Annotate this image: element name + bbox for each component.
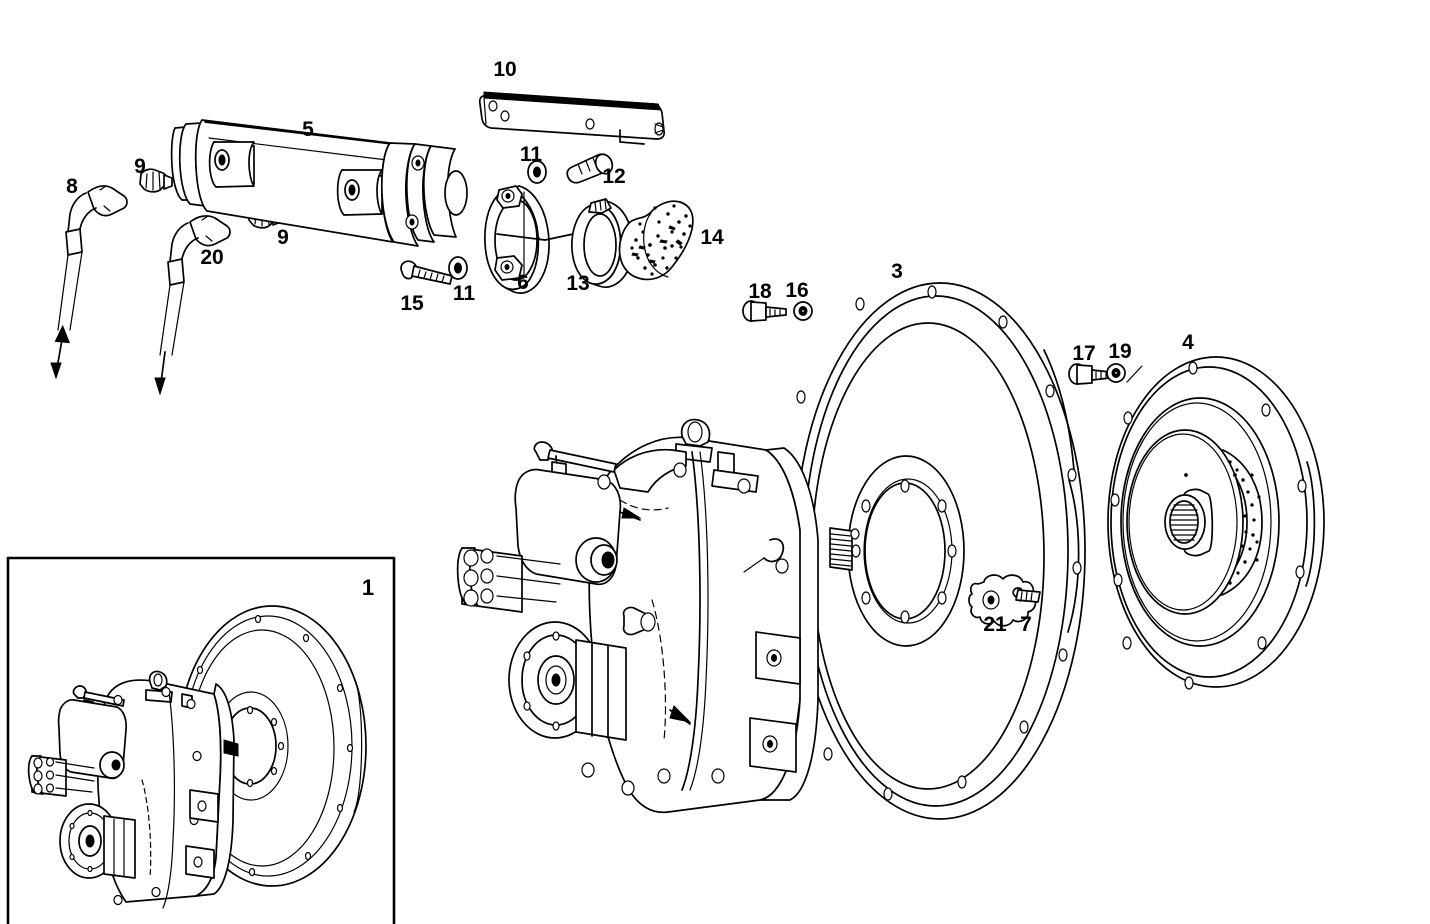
housing-seam-bolts [581,462,789,796]
inset-seam-bolts [113,686,202,906]
callout-8: 8 [66,175,78,198]
callout-1: 1 [362,575,374,600]
callout-4: 4 [1182,331,1194,354]
part-washer-11-upper [527,160,547,184]
callout-5: 5 [302,118,314,141]
part-fitting-9-upper [139,168,173,193]
hidden-detail [619,499,669,741]
callout-18: 18 [748,280,772,303]
part-bolt-18 [742,300,787,322]
leader-19 [1126,365,1143,383]
callout-10: 10 [493,58,516,81]
callout-21: 21 [983,613,1007,636]
part-washer-19 [1106,363,1126,383]
callout-7: 7 [1020,613,1032,636]
callout-16: 16 [785,279,808,302]
callout-13: 13 [566,272,589,295]
output-spline-teeth [830,533,852,567]
callout-14: 14 [700,226,724,249]
inset-transmission [27,670,239,909]
part-rubber-elbow-14 [618,200,694,281]
callout-20: 20 [200,246,223,269]
callout-19: 19 [1108,340,1131,363]
coupling-bolt-holes [1110,361,1307,690]
manifold-tubes [463,548,494,607]
part-transmission-body [456,418,860,814]
part-bolt-15 [400,260,453,285]
part-hose-8 [50,185,128,380]
part-oil-cooler-5 [170,119,468,247]
part-callout-cloud-21-7 [968,574,1041,627]
part-screw-12 [566,153,614,184]
callout-9-upper: 9 [134,155,146,178]
part-flex-coupling-4 [1107,356,1325,690]
part-washer-16 [793,301,813,321]
inset-manifold-tubes [33,757,55,795]
callout-11-lower: 11 [453,282,476,305]
spline-teeth [1169,504,1199,541]
callout-3: 3 [891,260,903,283]
callout-labels: 1 3 4 5 6 7 8 9 9 10 11 11 12 13 14 15 1… [66,58,1194,636]
part-clamp-6 [484,185,550,294]
callout-12: 12 [602,165,625,188]
callout-15: 15 [400,292,424,315]
inset-flange-holes [188,614,354,877]
part-bolt-17 [1068,363,1111,385]
inset-box-1 [6,556,396,924]
callout-9-lower: 9 [277,226,289,249]
callout-17: 17 [1072,342,1095,365]
part-hose-20 [154,215,231,396]
inset-hidden-detail [141,779,152,879]
callout-6: 6 [517,271,529,294]
part-clamp-13 [571,198,634,288]
part-strap-10 [478,91,666,145]
part-washer-11-lower [448,256,468,280]
callout-11-upper: 11 [520,143,543,166]
center-bolt-holes [851,479,957,624]
